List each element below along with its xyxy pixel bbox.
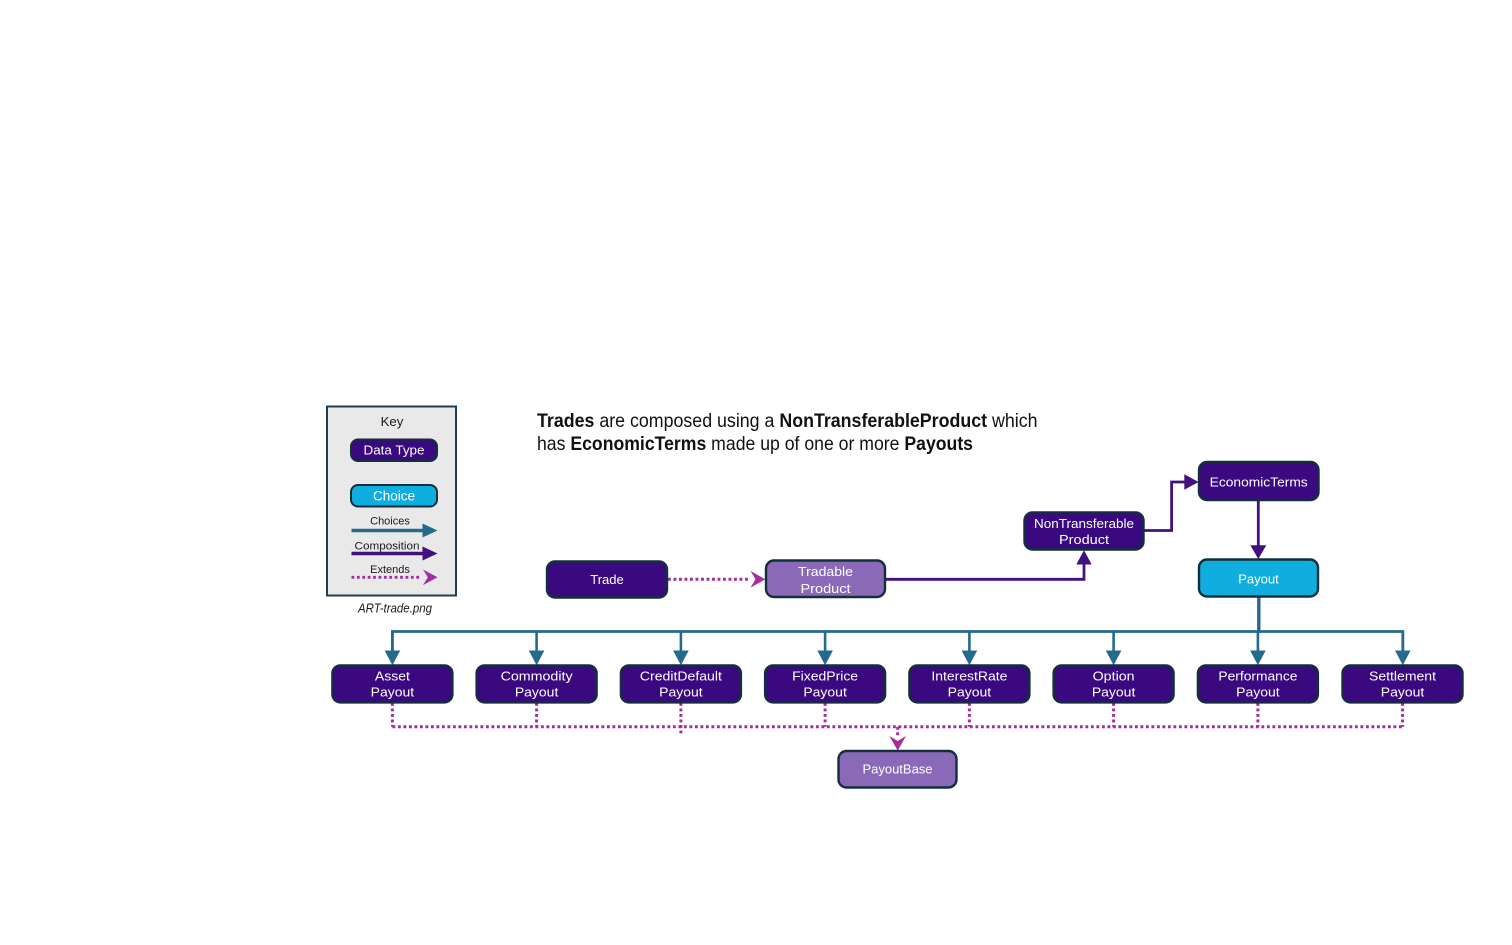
svg-text:Tradable: Tradable — [798, 564, 853, 579]
svg-text:Commodity: Commodity — [501, 669, 574, 684]
svg-text:Payout: Payout — [1092, 684, 1136, 699]
svg-text:Payout: Payout — [1381, 684, 1425, 699]
svg-text:EconomicTerms: EconomicTerms — [1210, 475, 1309, 490]
svg-text:CreditDefault: CreditDefault — [640, 669, 722, 684]
svg-text:has EconomicTerms made up of o: has EconomicTerms made up of one or more… — [537, 433, 973, 455]
svg-text:Settlement: Settlement — [1369, 669, 1436, 684]
svg-text:Product: Product — [1059, 532, 1109, 547]
svg-text:Payout: Payout — [1236, 684, 1280, 699]
svg-text:NonTransferable: NonTransferable — [1034, 516, 1134, 531]
svg-text:Performance: Performance — [1218, 669, 1297, 684]
svg-text:Choices: Choices — [370, 516, 410, 528]
svg-text:PayoutBase: PayoutBase — [862, 762, 932, 777]
svg-text:Payout: Payout — [659, 684, 703, 699]
svg-text:Data Type: Data Type — [364, 443, 425, 458]
svg-text:Extends: Extends — [370, 564, 410, 576]
svg-text:Payout: Payout — [515, 684, 559, 699]
svg-text:Trades are composed using a No: Trades are composed using a NonTransfera… — [537, 410, 1038, 432]
svg-text:Choice: Choice — [373, 489, 415, 504]
svg-text:Payout: Payout — [803, 684, 847, 699]
svg-text:Trade: Trade — [590, 572, 623, 587]
svg-text:ART-trade.png: ART-trade.png — [357, 602, 432, 616]
svg-text:Key: Key — [381, 414, 404, 429]
svg-text:Option: Option — [1093, 669, 1135, 684]
svg-text:InterestRate: InterestRate — [931, 669, 1007, 684]
svg-text:Product: Product — [801, 581, 851, 596]
svg-text:Payout: Payout — [1238, 572, 1279, 587]
svg-text:Payout: Payout — [948, 684, 992, 699]
svg-text:Asset: Asset — [375, 669, 410, 684]
svg-text:Payout: Payout — [371, 684, 415, 699]
svg-text:Composition: Composition — [355, 541, 420, 553]
svg-text:FixedPrice: FixedPrice — [792, 669, 858, 684]
